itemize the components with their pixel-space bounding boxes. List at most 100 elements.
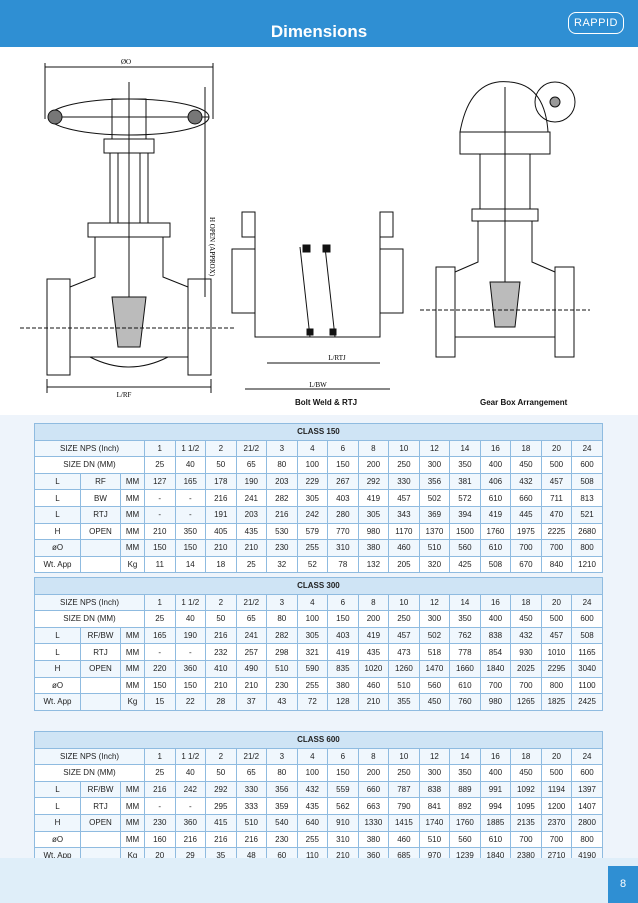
table-cell: 405	[205, 522, 237, 541]
table-cell: 1100	[571, 676, 603, 695]
table-cell: 1020	[357, 659, 390, 678]
table-cell: 778	[449, 643, 481, 661]
table-cell: 150	[174, 676, 207, 695]
row-label: SIZE NPS (Inch)	[34, 747, 145, 766]
table-cell: 380	[357, 539, 390, 557]
table-cell: 25	[144, 456, 176, 474]
table-cell: 230	[266, 830, 298, 849]
row-label: RTJ	[80, 505, 121, 524]
table-cell: 1500	[449, 522, 481, 541]
table-cell: 425	[449, 555, 481, 574]
table-cell: 295	[205, 797, 237, 815]
table-cell: 43	[266, 693, 298, 711]
table-cell: 1840	[479, 659, 512, 678]
drawings-panel: ØO H OPEN (APPROX) L/RF L/RTJ L/BW	[0, 47, 638, 415]
table-cell: 432	[296, 780, 329, 799]
table-cell: 1210	[571, 555, 603, 574]
table-cell: 502	[418, 489, 451, 507]
table-cell: 190	[174, 626, 207, 645]
row-label	[80, 693, 121, 711]
table-cell: 18	[510, 593, 542, 612]
table-cell: 800	[571, 830, 603, 849]
table-cell: 128	[327, 693, 359, 711]
row-label: øO	[34, 830, 81, 849]
table-cell: 200	[357, 764, 390, 782]
table-cell: 1825	[540, 693, 573, 711]
table-cell: 210	[235, 676, 268, 695]
table-cell: 330	[388, 472, 420, 491]
table-title: CLASS 150	[34, 423, 603, 441]
table-cell: 910	[327, 813, 359, 832]
table-cell: 700	[510, 830, 542, 849]
row-label: L	[34, 489, 81, 507]
table-cell: 1	[144, 747, 176, 766]
table-cell: 432	[510, 472, 542, 491]
table-cell: 700	[479, 676, 512, 695]
table-cell: 510	[266, 659, 298, 678]
dim-l-bw-label: L/BW	[309, 381, 327, 389]
table-cell: -	[174, 797, 207, 815]
row-label: MM	[120, 643, 145, 661]
row-label: H	[34, 659, 81, 678]
table-cell: 403	[327, 626, 359, 645]
table-cell: 4	[296, 439, 329, 458]
table-cell: 610	[449, 676, 481, 695]
table-cell: -	[144, 505, 176, 524]
table-cell: 762	[449, 626, 481, 645]
table-cell: 1092	[510, 780, 542, 799]
table-cell: 250	[388, 456, 420, 474]
table-cell: 460	[388, 539, 420, 557]
table-cell: -	[144, 797, 176, 815]
table-cell: 2680	[571, 522, 603, 541]
table-cell: 25	[144, 610, 176, 628]
table-cell: 14	[449, 593, 481, 612]
table-cell: 457	[540, 472, 573, 491]
table-cell: 508	[571, 626, 603, 645]
table-title: CLASS 600	[34, 731, 603, 749]
table-cell: 310	[327, 830, 359, 849]
table-cell: 435	[296, 797, 329, 815]
table-cell: 579	[296, 522, 329, 541]
table-cell: -	[144, 489, 176, 507]
header-bar: Dimensions RAPPID	[0, 0, 638, 47]
table-cell: 150	[144, 539, 176, 557]
row-label: øO	[34, 676, 81, 695]
table-cell: 460	[357, 676, 390, 695]
row-label: L	[34, 643, 81, 661]
row-label	[80, 676, 121, 695]
table-cell: 360	[174, 813, 207, 832]
row-label: Wt. App	[34, 693, 81, 711]
table-cell: 216	[205, 489, 237, 507]
table-cell: 500	[540, 764, 573, 782]
table-cell: 700	[540, 830, 573, 849]
table-cell: 12	[418, 439, 451, 458]
table-cell: 1470	[418, 659, 451, 678]
table-cell: 78	[327, 555, 359, 574]
row-label: L	[34, 505, 81, 524]
table-cell: 320	[418, 555, 451, 574]
table-cell: 508	[479, 555, 512, 574]
row-label: Wt. App	[34, 555, 81, 574]
table-cell: 255	[296, 676, 329, 695]
table-cell: -	[174, 505, 207, 524]
row-label: MM	[120, 797, 145, 815]
table-cell: 50	[205, 610, 237, 628]
table-cell: 841	[418, 797, 451, 815]
table-cell: 1265	[510, 693, 542, 711]
table-cell: 435	[235, 522, 268, 541]
table-cell: 473	[388, 643, 420, 661]
table-cell: 838	[479, 626, 512, 645]
table-cell: 220	[144, 659, 176, 678]
table-cell: 24	[571, 439, 603, 458]
table-cell: 1415	[388, 813, 420, 832]
table-cell: 100	[296, 610, 329, 628]
table-cell: 1 1/2	[174, 439, 207, 458]
